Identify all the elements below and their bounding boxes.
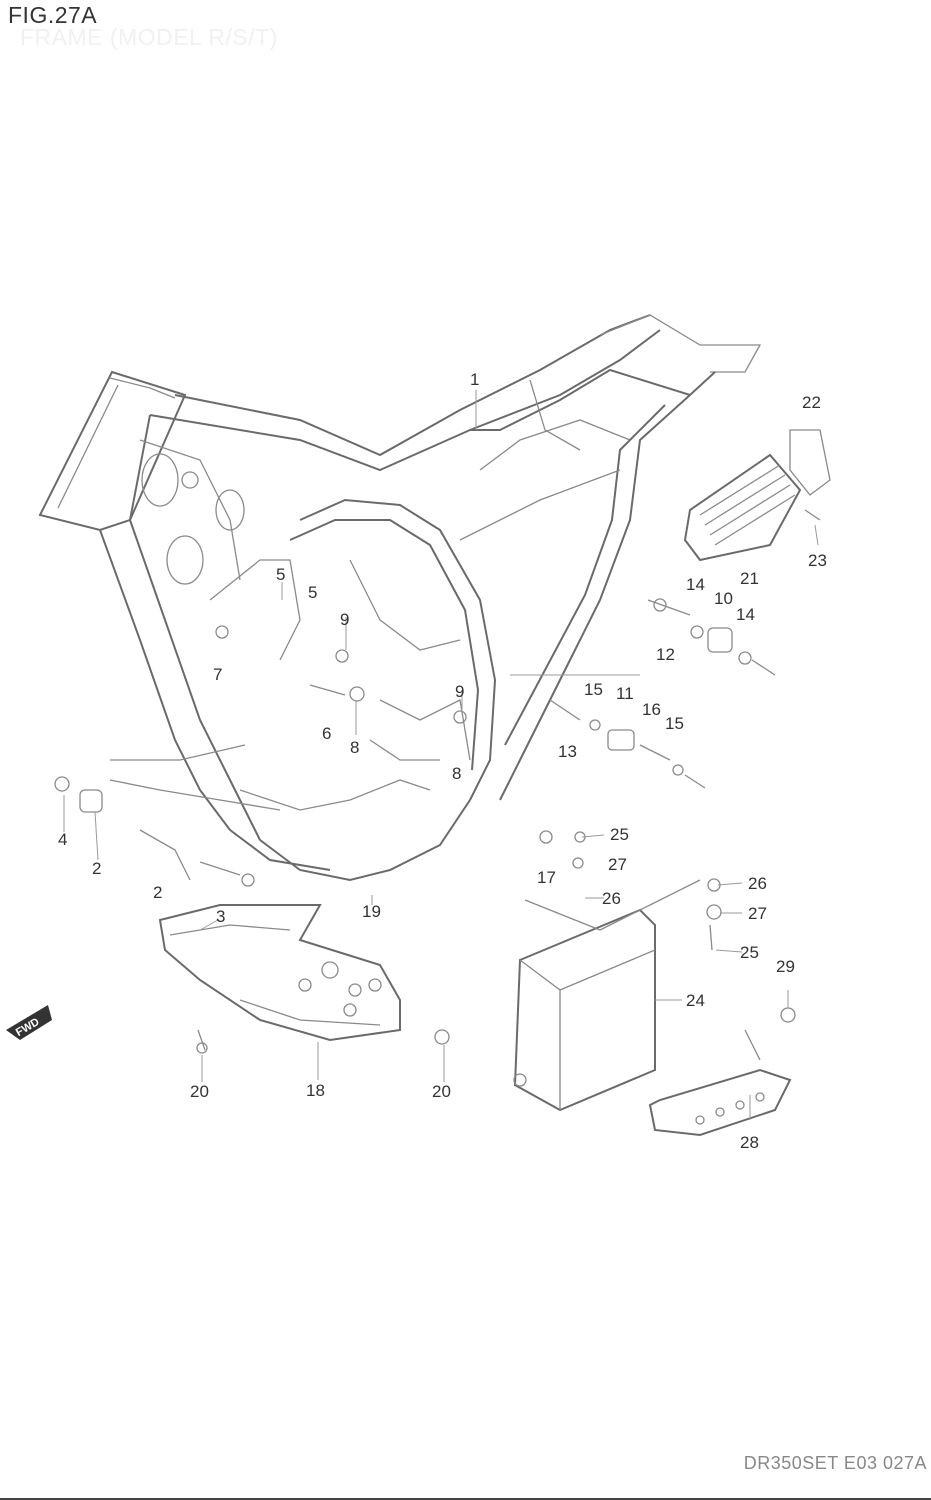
callout-8: 8 [350, 738, 359, 757]
callout-20: 20 [432, 1082, 451, 1101]
callout-23: 23 [808, 551, 827, 570]
callout-7: 7 [213, 665, 222, 684]
callout-3: 3 [216, 907, 225, 926]
callout-18: 18 [306, 1081, 325, 1100]
callout-8: 8 [452, 764, 461, 783]
callout-28: 28 [740, 1133, 759, 1152]
callout-16: 16 [642, 700, 661, 719]
callout-9: 9 [455, 682, 464, 701]
callout-17: 17 [537, 868, 556, 887]
callout-22: 22 [802, 393, 821, 412]
callout-1: 1 [470, 370, 479, 389]
callout-2: 2 [92, 859, 101, 878]
fasteners-drawing [54, 598, 796, 1054]
callout-12: 12 [656, 645, 675, 664]
bracket-drawing [648, 1029, 792, 1137]
callout-labels: 1 22 23 21 14 10 14 12 5 5 9 7 9 15 11 1… [58, 370, 827, 1152]
battery-box-drawing [513, 879, 701, 1112]
figure-subtitle: FRAME (MODEL R/S/T) [20, 24, 278, 50]
callout-20: 20 [190, 1082, 209, 1101]
frame-drawing [38, 314, 762, 882]
callout-11: 11 [616, 684, 634, 703]
fwd-arrow-icon: FWD [6, 1005, 52, 1040]
callout-14: 14 [736, 605, 755, 624]
callout-2: 2 [153, 883, 162, 902]
callout-15: 15 [584, 680, 603, 699]
callout-24: 24 [686, 991, 705, 1010]
callout-15: 15 [665, 714, 684, 733]
figure-number: FIG.27A [8, 2, 98, 28]
callout-13: 13 [558, 742, 577, 761]
reflector-drawing [683, 429, 831, 562]
callout-27: 27 [608, 855, 627, 874]
leader-lines [63, 390, 819, 1120]
fwd-badge-text: FWD [14, 1016, 42, 1039]
callout-26: 26 [748, 874, 767, 893]
bottom-border [0, 1498, 931, 1500]
callout-27: 27 [748, 904, 767, 923]
callout-25: 25 [610, 825, 629, 844]
callout-4: 4 [58, 830, 67, 849]
callout-25: 25 [740, 943, 759, 962]
callout-6: 6 [322, 724, 331, 743]
callout-29: 29 [776, 957, 795, 976]
callout-5: 5 [308, 583, 317, 602]
callout-10: 10 [714, 589, 733, 608]
callout-19: 19 [362, 902, 381, 921]
drawing-code: DR350SET E03 027A [743, 1453, 927, 1473]
callout-26: 26 [602, 889, 621, 908]
callout-5: 5 [276, 565, 285, 584]
skid-plate-drawing [139, 829, 401, 1042]
callout-21: 21 [740, 569, 759, 588]
callout-9: 9 [340, 610, 349, 629]
callout-14: 14 [686, 575, 705, 594]
